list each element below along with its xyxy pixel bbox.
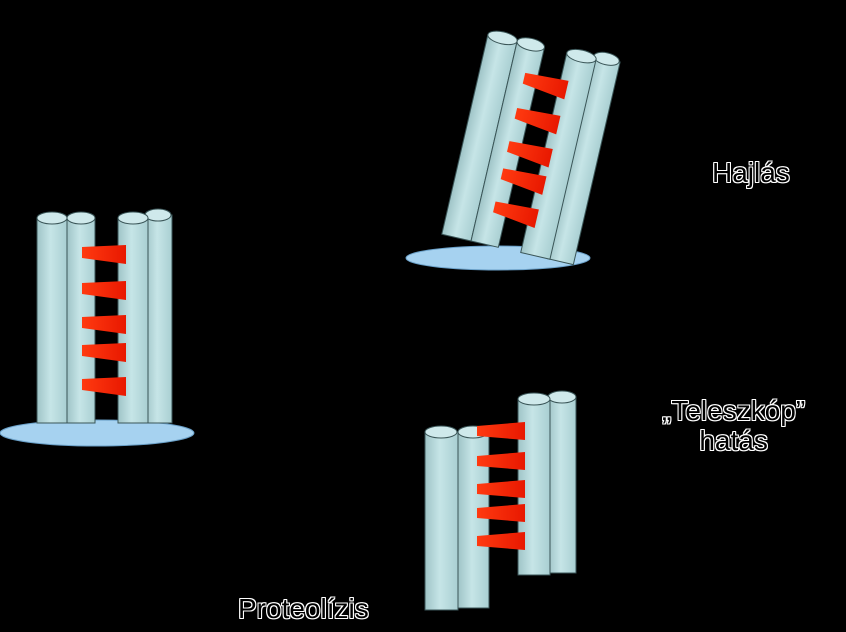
bending-label: Hajlás	[712, 157, 790, 188]
wedge	[507, 141, 553, 168]
cylinder	[520, 48, 597, 260]
wedge	[82, 377, 126, 396]
proteolysis-label: Proteolízis	[238, 593, 369, 624]
membrane-disc	[0, 419, 195, 447]
telescope-label-line1: „Teleszkóp”	[662, 395, 806, 426]
bending-complex	[405, 30, 621, 271]
telescope-label-line2: hatás	[699, 425, 768, 456]
wedge	[82, 343, 126, 362]
wedge	[500, 168, 547, 195]
cylinder	[424, 425, 459, 611]
wedge	[477, 504, 525, 522]
wedge	[514, 107, 561, 135]
wedge	[477, 452, 525, 470]
cylinder	[547, 390, 577, 574]
telescope-effect-label: „Teleszkóp” hatás	[662, 396, 805, 456]
wedge	[82, 245, 126, 264]
cylinder	[36, 211, 68, 424]
telescope-complex	[424, 390, 577, 611]
wedge	[477, 422, 525, 440]
wedge	[477, 532, 525, 550]
wedge	[477, 480, 525, 498]
resting-complex	[0, 208, 195, 447]
wedge	[522, 72, 569, 100]
cylinder	[144, 208, 173, 424]
wedge	[82, 281, 126, 300]
wedge	[82, 315, 126, 334]
wedge	[493, 201, 539, 228]
